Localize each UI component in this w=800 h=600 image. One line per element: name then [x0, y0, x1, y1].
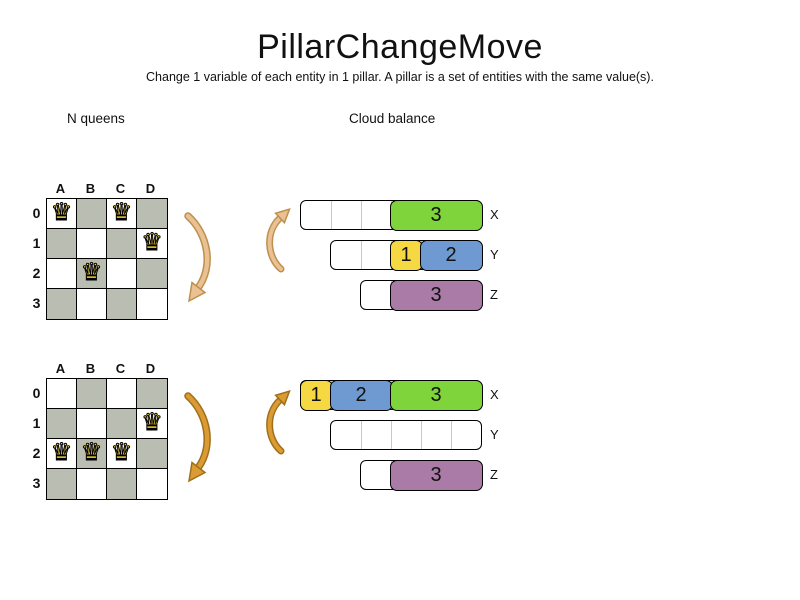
board-cell-A1 [47, 229, 77, 259]
board-cell-A2 [47, 259, 77, 289]
process-block-1: 1 [299, 379, 333, 411]
row-header: 3 [32, 295, 41, 311]
row-header: 0 [32, 205, 41, 221]
row-header: 2 [32, 265, 41, 281]
queen-icon: ♛ [50, 198, 73, 226]
row-header: 3 [32, 475, 41, 491]
board-cell-D0 [137, 379, 167, 409]
board-cell-D3 [137, 469, 167, 499]
computer-label: Z [490, 467, 498, 482]
board-cell-B0 [77, 199, 107, 229]
column-header: C [115, 361, 127, 376]
process-block-3: 3 [389, 199, 483, 231]
column-header: B [85, 181, 97, 196]
process-block-2: 2 [419, 239, 483, 271]
pillar-move-arrow-nqueens-after [184, 392, 211, 483]
row-header: 2 [32, 445, 41, 461]
queen-icon: ♛ [50, 438, 73, 466]
capacity-divider [360, 241, 362, 269]
board-cell-A3 [47, 289, 77, 319]
pillar-move-arrow-nqueens-before [184, 212, 211, 303]
board-cell-B2: ♛ [77, 439, 107, 469]
column-header: D [145, 181, 157, 196]
pillar-move-arrow-cloud-after [266, 390, 291, 455]
column-header: B [85, 361, 97, 376]
process-block-3: 3 [389, 279, 483, 311]
chessboard-grid: ♛♛♛♛ [46, 378, 168, 500]
column-header: A [55, 361, 67, 376]
column-headers: A B C D [46, 362, 168, 378]
board-cell-A0 [47, 379, 77, 409]
chessboard-grid: ♛ ♛ ♛ ♛ [46, 198, 168, 320]
board-cell-B1 [77, 409, 107, 439]
board-cell-C3 [107, 469, 137, 499]
board-cell-D0 [137, 199, 167, 229]
board-cell-C2: ♛ [107, 439, 137, 469]
board-cell-C3 [107, 289, 137, 319]
process-block-3: 3 [389, 459, 483, 491]
computer-label: Y [490, 247, 499, 262]
capacity-divider [390, 421, 392, 449]
board-cell-D2 [137, 439, 167, 469]
capacity-divider [450, 421, 452, 449]
cloud-bar-after-z: 3 [360, 459, 483, 491]
column-header: D [145, 361, 157, 376]
row-headers: 0 1 2 3 [27, 198, 46, 320]
queen-icon: ♛ [80, 438, 103, 466]
pillar-move-arrow-cloud-before [266, 208, 291, 273]
board-cell-B2: ♛ [77, 259, 107, 289]
cloud-bar-before-x: 3 [300, 199, 483, 231]
process-block-1: 1 [389, 239, 423, 271]
computer-label: X [490, 387, 499, 402]
column-headers: A B C D [46, 182, 168, 198]
queen-icon: ♛ [141, 408, 163, 436]
row-header: 0 [32, 385, 41, 401]
computer-label: X [490, 207, 499, 222]
row-header: 1 [32, 415, 41, 431]
row-headers: 0 1 2 3 [27, 378, 46, 500]
section-label-nqueens: N queens [67, 111, 125, 126]
board-cell-D1: ♛ [137, 229, 167, 259]
cloud-bar-before-z: 3 [360, 279, 483, 311]
board-cell-A0: ♛ [47, 199, 77, 229]
board-cell-B0 [77, 379, 107, 409]
board-cell-C0: ♛ [107, 199, 137, 229]
computer-label: Y [490, 427, 499, 442]
capacity-divider [330, 201, 332, 229]
board-cell-B3 [77, 289, 107, 319]
board-cell-D2 [137, 259, 167, 289]
capacity-divider [420, 421, 422, 449]
column-header: C [115, 181, 127, 196]
board-cell-A2: ♛ [47, 439, 77, 469]
column-header: A [55, 181, 67, 196]
queen-icon: ♛ [141, 228, 163, 256]
board-cell-C2 [107, 259, 137, 289]
queen-icon: ♛ [110, 438, 133, 466]
board-cell-A1 [47, 409, 77, 439]
board-cell-D3 [137, 289, 167, 319]
queen-icon: ♛ [110, 198, 133, 226]
capacity-divider [360, 201, 362, 229]
capacity-divider [360, 421, 362, 449]
section-label-cloud: Cloud balance [349, 111, 436, 126]
nqueens-board-before: A B C D 0 1 2 3 ♛ ♛ ♛ ♛ [27, 182, 168, 320]
queen-icon: ♛ [80, 258, 103, 286]
board-cell-B3 [77, 469, 107, 499]
page-subtitle: Change 1 variable of each entity in 1 pi… [146, 70, 654, 84]
board-cell-C1 [107, 229, 137, 259]
process-block-2: 2 [329, 379, 393, 411]
page-title: PillarChangeMove [257, 28, 543, 66]
board-cell-D1: ♛ [137, 409, 167, 439]
board-cell-A3 [47, 469, 77, 499]
board-cell-B1 [77, 229, 107, 259]
computer-label: Z [490, 287, 498, 302]
process-block-3: 3 [389, 379, 483, 411]
row-header: 1 [32, 235, 41, 251]
board-cell-C0 [107, 379, 137, 409]
cloud-bar-after-y [330, 420, 482, 450]
board-cell-C1 [107, 409, 137, 439]
